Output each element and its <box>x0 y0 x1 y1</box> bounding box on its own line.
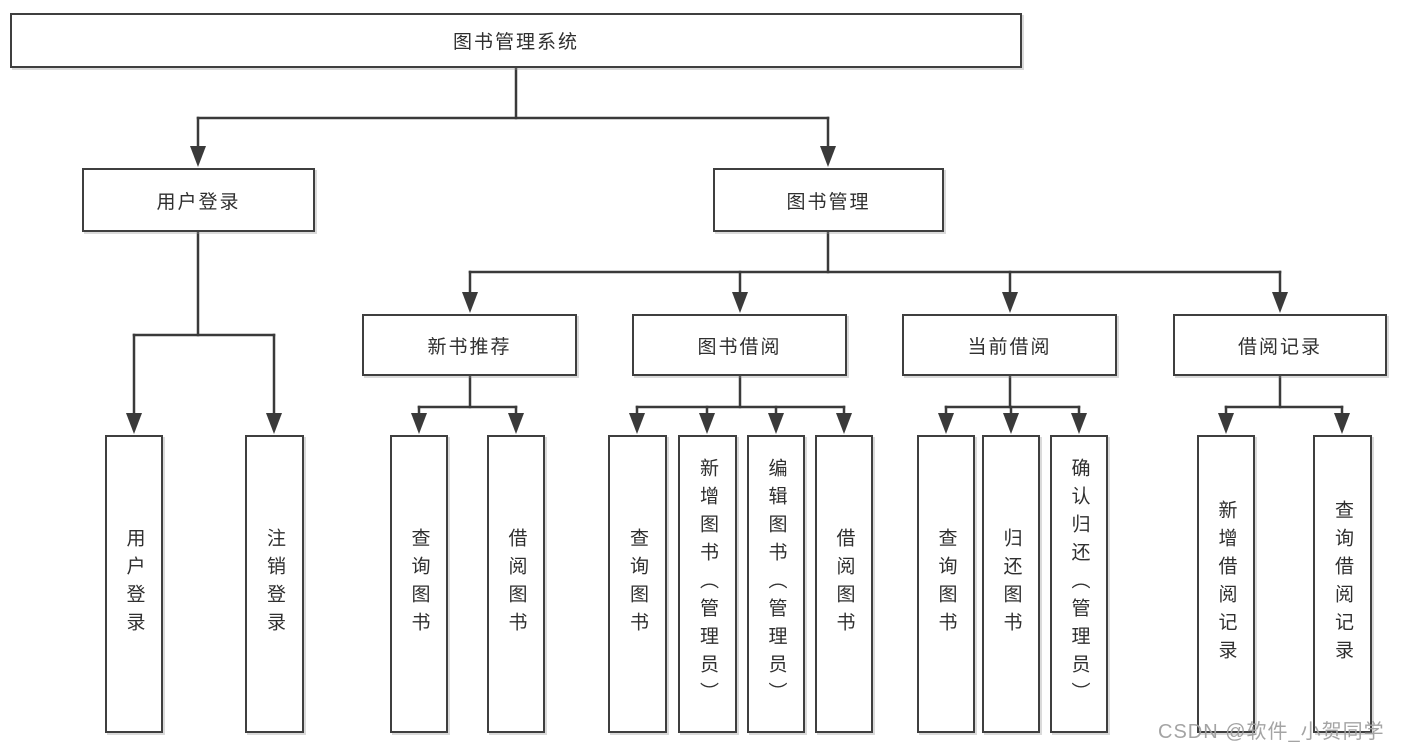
leaf-borrow-books: 借阅图书 <box>815 435 873 733</box>
node-book-mgmt: 图书管理 <box>713 168 944 232</box>
leaf-logout: 注销登录 <box>245 435 304 733</box>
leaf-user-login-label: 用户登录 <box>123 528 145 640</box>
leaf-borrow-books-label: 借阅图书 <box>833 528 855 640</box>
node-root-label: 图书管理系统 <box>452 32 579 53</box>
leaf-borrow-books-rec-label: 借阅图书 <box>505 528 527 640</box>
leaf-query-books-borrow-label: 查询图书 <box>627 528 648 640</box>
leaf-query-books-rec: 查询图书 <box>390 435 448 733</box>
node-root: 图书管理系统 <box>10 13 1022 68</box>
leaf-add-book-admin: 新增图书（管理员） <box>678 435 737 733</box>
node-current-borrow-label: 当前借阅 <box>967 336 1052 358</box>
leaf-query-books-rec-label: 查询图书 <box>408 528 430 640</box>
leaf-query-borrow-record: 查询借阅记录 <box>1313 435 1372 733</box>
leaf-edit-book-admin-label: 编辑图书（管理员） <box>765 458 787 710</box>
leaf-confirm-return-admin: 确认归还（管理员） <box>1050 435 1108 733</box>
leaf-query-books-current-label: 查询图书 <box>935 528 957 640</box>
leaf-borrow-books-rec: 借阅图书 <box>487 435 545 733</box>
node-book-mgmt-label: 图书管理 <box>786 191 871 213</box>
leaf-query-borrow-record-label: 查询借阅记录 <box>1332 500 1353 668</box>
leaf-add-book-admin-label: 新增图书（管理员） <box>697 458 718 710</box>
leaf-return-book-label: 归还图书 <box>1000 528 1022 640</box>
node-book-borrow-label: 图书借阅 <box>697 336 782 358</box>
watermark: CSDN @软件_小贺同学 <box>1158 721 1385 743</box>
leaf-edit-book-admin: 编辑图书（管理员） <box>747 435 805 733</box>
leaf-query-books-current: 查询图书 <box>917 435 975 733</box>
node-borrow-records: 借阅记录 <box>1173 314 1387 376</box>
node-new-book-rec: 新书推荐 <box>362 314 577 376</box>
node-current-borrow: 当前借阅 <box>902 314 1117 376</box>
node-user-login: 用户登录 <box>82 168 315 232</box>
node-borrow-records-label: 借阅记录 <box>1237 336 1322 358</box>
node-user-login-label: 用户登录 <box>156 191 241 213</box>
leaf-logout-label: 注销登录 <box>264 528 285 640</box>
leaf-add-borrow-record: 新增借阅记录 <box>1197 435 1255 733</box>
leaf-confirm-return-admin-label: 确认归还（管理员） <box>1068 458 1090 710</box>
node-new-book-rec-label: 新书推荐 <box>427 336 512 358</box>
leaf-return-book: 归还图书 <box>982 435 1040 733</box>
node-book-borrow: 图书借阅 <box>632 314 847 376</box>
leaf-query-books-borrow: 查询图书 <box>608 435 667 733</box>
leaf-user-login: 用户登录 <box>105 435 163 733</box>
leaf-add-borrow-record-label: 新增借阅记录 <box>1215 500 1237 668</box>
